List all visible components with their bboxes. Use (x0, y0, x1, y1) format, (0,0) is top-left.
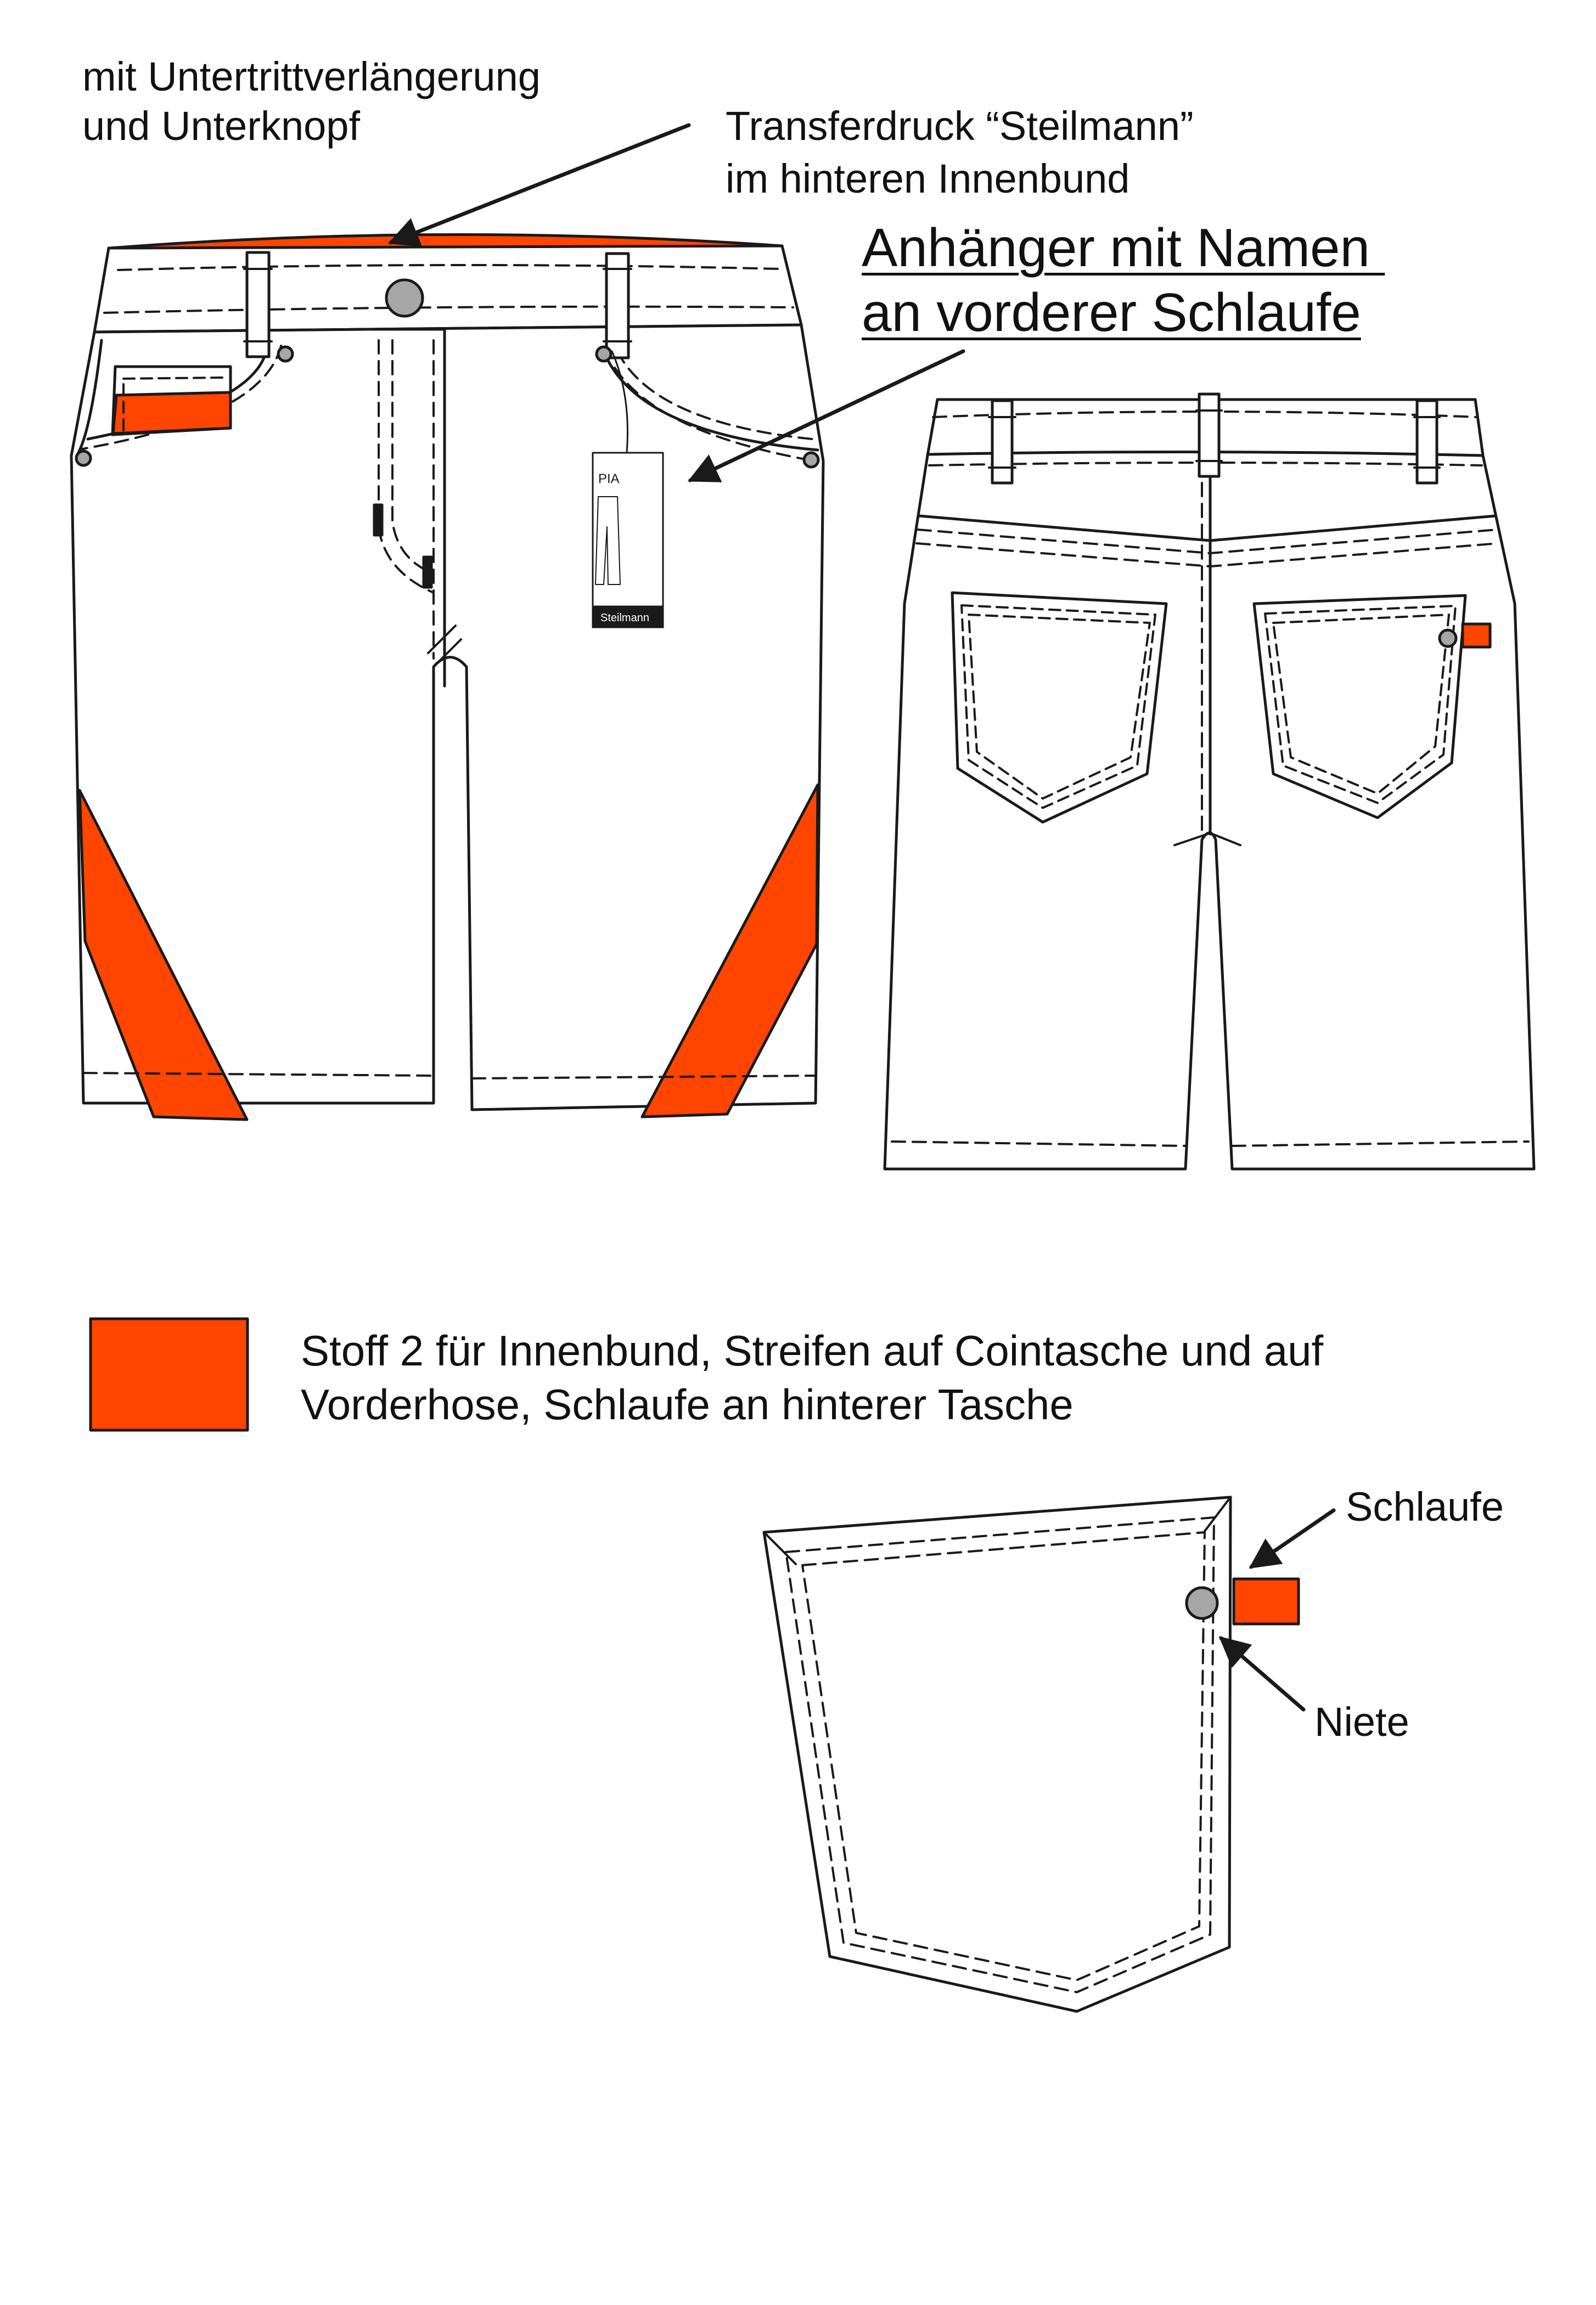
detail-niete-rivet (1185, 1586, 1219, 1620)
annotation-untertritt-line1: mit Untertrittverlängerung (82, 54, 541, 99)
right-leg-stripe-accent (640, 783, 819, 1118)
annotation-transferdruck: Transferdruck “Steilmann” im hinteren In… (726, 100, 1194, 205)
annotation-transferdruck-line1: Transferdruck “Steilmann” (726, 103, 1194, 149)
legend-description: Stoff 2 für Innenbund, Streifen auf Coin… (301, 1324, 1323, 1431)
legend-swatch (89, 1317, 249, 1432)
annotation-transferdruck-line2: im hinteren Innenbund (726, 156, 1130, 201)
annotation-untertritt-line2: und Unterknopf (82, 103, 361, 149)
legend-description-line1: Stoff 2 für Innenbund, Streifen auf Coin… (301, 1326, 1324, 1375)
legend-description-line2: Vorderhose, Schlaufe an hinterer Tasche (301, 1380, 1074, 1429)
arrow-anhaenger (687, 349, 965, 482)
front-button (385, 278, 424, 318)
annotation-niete: Niete (1314, 1699, 1409, 1745)
arrow-untertritt (387, 123, 691, 247)
front-waistband (93, 244, 803, 334)
back-pocket-right (1252, 594, 1467, 819)
back-pocket-detail (762, 1496, 1300, 2013)
annotation-schlaufe: Schlaufe (1346, 1484, 1504, 1530)
annotation-anhaenger: Anhänger mit Namen an vorderer Schlaufe (862, 215, 1385, 345)
hang-tag-brand: Steilmann (600, 612, 649, 624)
arrow-schlaufe (1249, 1508, 1336, 1569)
annotation-untertritt: mit Untertrittverlängerung und Unterknop… (82, 52, 541, 151)
shorts-front-view (70, 233, 825, 1121)
left-leg-stripe-accent (78, 789, 249, 1121)
annotation-anhaenger-line1: Anhänger mit Namen (862, 217, 1385, 278)
arrow-niete (1218, 1636, 1306, 1712)
hang-tag (592, 350, 664, 628)
annotation-anhaenger-line2: an vorderer Schlaufe (862, 282, 1361, 342)
detail-schlaufe-accent (1232, 1577, 1300, 1626)
shorts-back-view (883, 392, 1536, 1171)
hang-tag-name: PIA (598, 471, 620, 486)
